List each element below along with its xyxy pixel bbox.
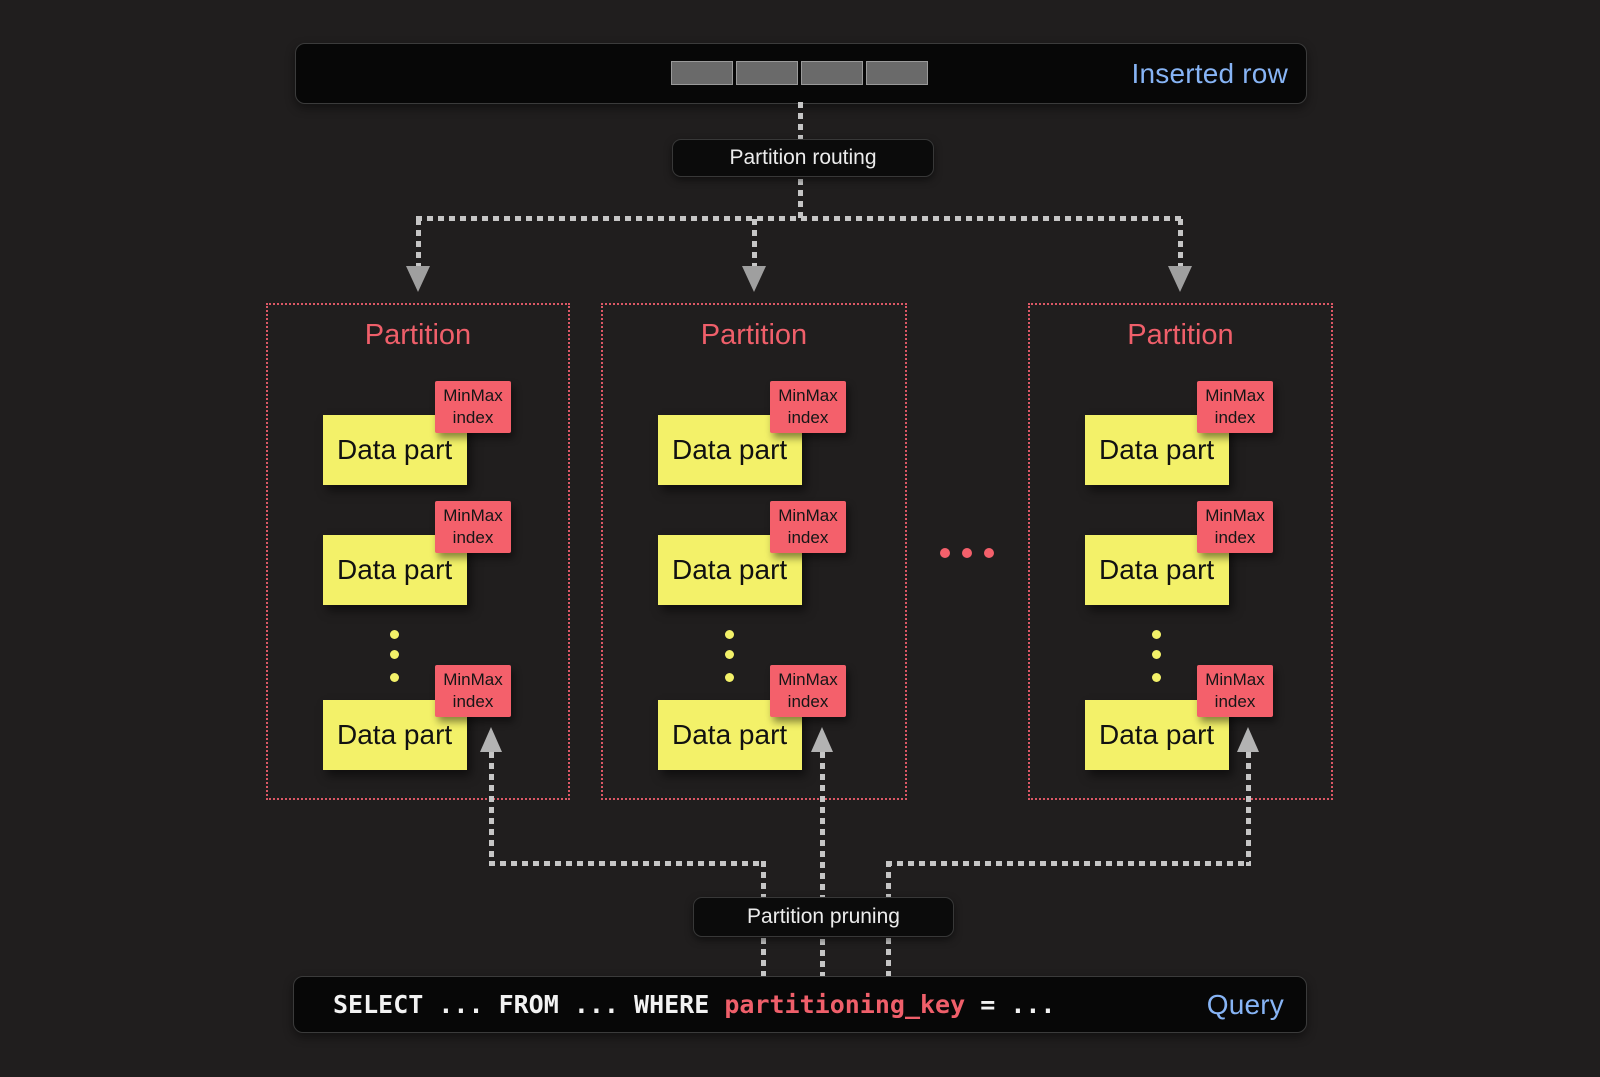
row-cell [866,61,928,85]
data-part-box: Data part [323,700,467,770]
row-cell [801,61,863,85]
dotted-connector [416,219,421,266]
row-cell [671,61,733,85]
arrow-up-icon [480,727,502,752]
ellipsis-dot [390,650,399,659]
dotted-connector [489,752,494,866]
row-cell [736,61,798,85]
query-label: Query [1206,988,1284,1020]
arrow-up-icon [1237,727,1259,752]
arrow-down-icon [742,266,766,292]
dotted-connector [752,219,757,266]
sql-prefix: SELECT ... FROM ... WHERE [333,990,725,1019]
arrow-down-icon [1168,266,1192,292]
ellipsis-dot [725,650,734,659]
ellipsis-dot [984,548,994,558]
ellipsis-dot [940,548,950,558]
ellipsis-dot [962,548,972,558]
data-part-box: Data part [1085,415,1229,485]
partition-title: Partition [364,319,472,351]
sql-suffix: = ... [965,990,1056,1019]
arrow-up-icon [811,727,833,752]
dotted-connector [1178,219,1183,266]
dotted-connector [416,216,1182,221]
ellipsis-dot [725,630,734,639]
sql-query-text: SELECT ... FROM ... WHERE partitioning_k… [333,977,1055,1032]
ellipsis-dot [1152,650,1161,659]
partition-routing-label: Partition routing [672,139,934,177]
ellipsis-dot [390,673,399,682]
dotted-connector [886,861,1251,866]
inserted-row-cells [671,61,928,85]
arrow-down-icon [406,266,430,292]
sql-partitioning-key: partitioning_key [724,990,966,1019]
partition-title: Partition [1127,319,1234,351]
dotted-connector [820,752,825,976]
ellipsis-dot [725,673,734,682]
partitions-ellipsis [940,548,994,558]
ellipsis-dot [1152,630,1161,639]
inserted-row-label: Inserted row [1131,57,1288,89]
partition-pruning-label: Partition pruning [693,897,954,937]
inserted-row-box: Inserted row [295,43,1307,104]
dotted-connector [489,861,765,866]
partition-title: Partition [700,319,808,351]
dotted-connector [1246,752,1251,866]
ellipsis-dot [390,630,399,639]
query-box: SELECT ... FROM ... WHERE partitioning_k… [293,976,1307,1033]
ellipsis-dot [1152,673,1161,682]
